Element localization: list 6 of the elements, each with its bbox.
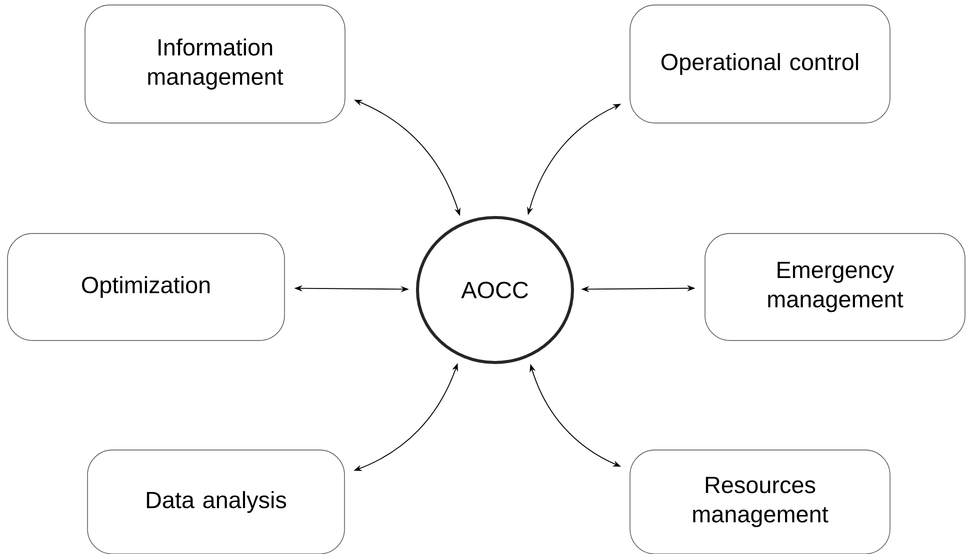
function-box: Information management <box>84 4 346 124</box>
function-box: Optimization <box>7 233 285 341</box>
function-box: Emergency management <box>704 233 966 341</box>
function-box: Operational control <box>630 4 890 124</box>
function-box: Data analysis <box>87 450 345 554</box>
function-box: Resources management <box>630 450 890 554</box>
